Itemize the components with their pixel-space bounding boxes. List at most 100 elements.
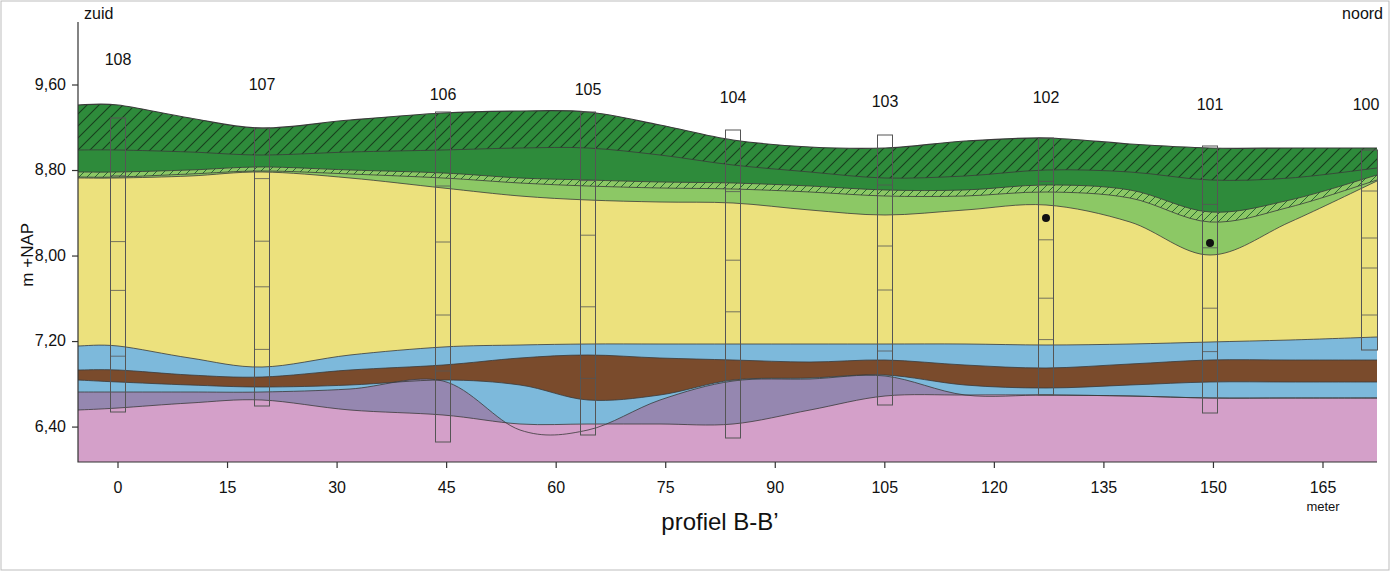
direction-label: zuid bbox=[84, 5, 113, 23]
humus-layer bbox=[78, 147, 1377, 462]
sample-mark bbox=[581, 378, 596, 379]
sample-mark bbox=[878, 185, 893, 186]
sample-mark bbox=[1362, 315, 1378, 316]
y-tick bbox=[72, 84, 78, 85]
sample-mark bbox=[581, 180, 596, 181]
x-tick-label: 165 bbox=[1310, 479, 1337, 497]
borehole-column bbox=[255, 128, 270, 406]
borehole-column bbox=[581, 112, 596, 435]
sample-mark bbox=[436, 371, 451, 372]
sample-mark bbox=[1203, 204, 1218, 205]
x-tick-label: 0 bbox=[114, 479, 123, 497]
transition-layer bbox=[78, 167, 1377, 462]
x-axis-title: profiel B-B’ bbox=[661, 508, 778, 536]
sample-mark bbox=[255, 241, 270, 242]
x-tick bbox=[665, 462, 666, 468]
sample-mark bbox=[1039, 339, 1054, 340]
x-tick-label: 30 bbox=[328, 479, 346, 497]
mixed-layer bbox=[78, 375, 1377, 462]
borehole-column bbox=[726, 130, 741, 438]
marker-dot bbox=[1206, 239, 1214, 247]
layer-boundary bbox=[78, 355, 1377, 377]
x-tick-label: 75 bbox=[657, 479, 675, 497]
x-tick bbox=[884, 462, 885, 468]
sample-mark bbox=[1039, 298, 1054, 299]
borehole-column bbox=[878, 135, 893, 405]
sample-mark bbox=[581, 235, 596, 236]
marker-dot bbox=[1042, 214, 1050, 222]
sample-mark bbox=[878, 290, 893, 291]
borehole-column bbox=[1039, 138, 1054, 395]
y-tick-label: 9,60 bbox=[35, 76, 66, 94]
sample-mark bbox=[1203, 308, 1218, 309]
clay-layer bbox=[78, 375, 1377, 462]
sample-mark bbox=[255, 286, 270, 287]
y-tick-label: 7,20 bbox=[35, 332, 66, 350]
x-tick bbox=[994, 462, 995, 468]
borehole-number: 102 bbox=[1033, 89, 1060, 107]
x-tick bbox=[1213, 462, 1214, 468]
layer-boundary bbox=[78, 375, 1377, 435]
x-axis-unit: meter bbox=[1306, 500, 1339, 515]
sample-mark bbox=[111, 241, 126, 242]
sample-mark bbox=[255, 178, 270, 179]
y-tick-label: 6,40 bbox=[35, 418, 66, 436]
borehole-number: 105 bbox=[575, 81, 602, 99]
sample-mark bbox=[436, 242, 451, 243]
layer-boundary bbox=[78, 104, 1377, 148]
sample-mark bbox=[1039, 239, 1054, 240]
y-tick bbox=[72, 255, 78, 256]
x-tick-label: 15 bbox=[219, 479, 237, 497]
x-tick bbox=[336, 462, 337, 468]
clay-layer bbox=[78, 337, 1377, 462]
y-tick-label: 8,00 bbox=[35, 247, 66, 265]
layer-boundary bbox=[78, 167, 1377, 212]
x-tick-label: 60 bbox=[547, 479, 565, 497]
x-tick bbox=[446, 462, 447, 468]
borehole-number: 106 bbox=[430, 86, 457, 104]
sample-mark bbox=[726, 311, 741, 312]
sample-mark bbox=[1203, 351, 1218, 352]
x-tick bbox=[556, 462, 557, 468]
axes bbox=[72, 22, 1377, 468]
direction-label: noord bbox=[1342, 5, 1383, 23]
sample-mark bbox=[255, 349, 270, 350]
borehole-number: 100 bbox=[1353, 96, 1380, 114]
x-tick bbox=[775, 462, 776, 468]
sample-mark bbox=[726, 191, 741, 192]
y-tick bbox=[72, 426, 78, 427]
sample-mark bbox=[436, 186, 451, 187]
y-axis-title: m +NAP bbox=[18, 223, 38, 287]
boreholes bbox=[111, 112, 1378, 442]
layer-boundary bbox=[78, 375, 1377, 401]
x-tick bbox=[117, 462, 118, 468]
sample-mark bbox=[726, 380, 741, 381]
x-tick-label: 105 bbox=[871, 479, 898, 497]
base-layer bbox=[78, 395, 1377, 462]
sample-mark bbox=[726, 260, 741, 261]
sample-mark bbox=[581, 306, 596, 307]
sample-mark bbox=[878, 351, 893, 352]
x-tick bbox=[1322, 462, 1323, 468]
tick-marks bbox=[72, 85, 1323, 468]
borehole-column bbox=[1203, 146, 1218, 413]
borehole-number: 108 bbox=[105, 51, 132, 69]
layer-boundary bbox=[78, 172, 1377, 255]
sample-mark bbox=[1362, 268, 1378, 269]
x-tick-label: 45 bbox=[438, 479, 456, 497]
sample-mark bbox=[1039, 181, 1054, 182]
sample-mark bbox=[1362, 238, 1378, 239]
layer-boundary bbox=[78, 337, 1377, 367]
borehole-number: 103 bbox=[872, 93, 899, 111]
sample-mark bbox=[878, 246, 893, 247]
borehole-number: 107 bbox=[249, 76, 276, 94]
x-tick-label: 150 bbox=[1200, 479, 1227, 497]
axis-line bbox=[78, 22, 1377, 462]
sample-mark bbox=[1362, 191, 1378, 192]
sand-layer bbox=[78, 172, 1377, 462]
x-tick-label: 90 bbox=[766, 479, 784, 497]
borehole-number: 101 bbox=[1197, 96, 1224, 114]
x-tick-label: 120 bbox=[981, 479, 1008, 497]
soil-layers bbox=[78, 104, 1377, 462]
